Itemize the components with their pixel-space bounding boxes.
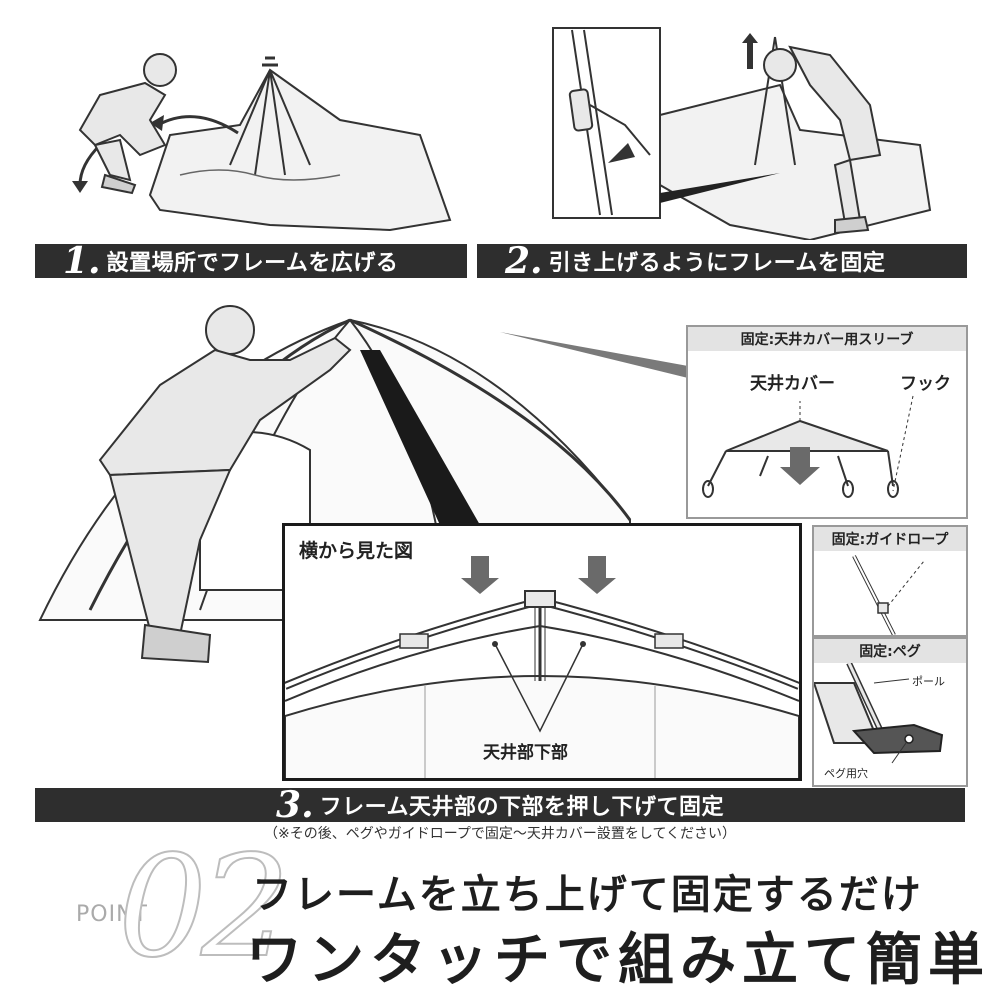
down-arrow-icon (461, 556, 499, 594)
point-label: POINT (76, 902, 148, 927)
down-arrow-icon (780, 447, 820, 485)
peg-diagram (814, 663, 944, 764)
headline-line2: ワンタッチで組み立て簡単 (246, 928, 990, 993)
label-ceiling-cover: 天井カバー (750, 374, 835, 394)
step2-number: 2. (505, 240, 543, 282)
step2-text: 引き上げるようにフレームを固定 (548, 251, 886, 276)
step2-bar: 2. 引き上げるようにフレームを固定 (477, 240, 967, 282)
step3-text: フレーム天井部の下部を押し下げて固定 (319, 795, 724, 820)
guyrope-diagram (852, 555, 925, 635)
side-view-title: 横から見た図 (299, 540, 414, 562)
point-number: 02 (117, 826, 291, 989)
label-pole: ポール (912, 675, 945, 688)
label-peg-hole: ペグ用穴 (824, 767, 868, 780)
down-arrow-icon (578, 556, 616, 594)
step1-text: 設置場所でフレームを広げる (106, 251, 399, 276)
inset-guyrope-title: 固定:ガイドロープ (814, 527, 966, 551)
side-view-label: 天井部下部 (483, 743, 568, 763)
inset-peg-title: 固定:ペグ (814, 639, 966, 663)
inset-pointer (500, 332, 688, 378)
sleeve-diagram (702, 395, 914, 498)
step1-illustration (72, 53, 452, 232)
side-view-panel: 横から見た図 天井部下部 (282, 523, 802, 781)
inset-sleeve-panel: 固定:天井カバー用スリーブ 天井カバー フック (686, 325, 968, 519)
step3-illustration (38, 305, 632, 664)
step3-note: （※その後、ペグやガイドロープで固定～天井カバー設置をしてください） (263, 826, 737, 842)
side-view-diagram (285, 556, 799, 778)
step2-illustration (552, 27, 932, 240)
step3-bar: 3. フレーム天井部の下部を押し下げて固定 (35, 784, 965, 826)
inset-peg-panel: 固定:ペグ ポール ペグ用穴 (812, 637, 968, 787)
inset-guyrope-panel: 固定:ガイドロープ (812, 525, 968, 637)
step3-number: 3. (276, 784, 314, 826)
step1-bar: 1. 設置場所でフレームを広げる (35, 240, 467, 282)
headline-line1: フレームを立ち上げて固定するだけ (252, 872, 923, 918)
step1-number: 1. (63, 240, 101, 282)
label-hook: フック (900, 374, 951, 394)
inset-sleeve-title: 固定:天井カバー用スリーブ (688, 327, 966, 351)
